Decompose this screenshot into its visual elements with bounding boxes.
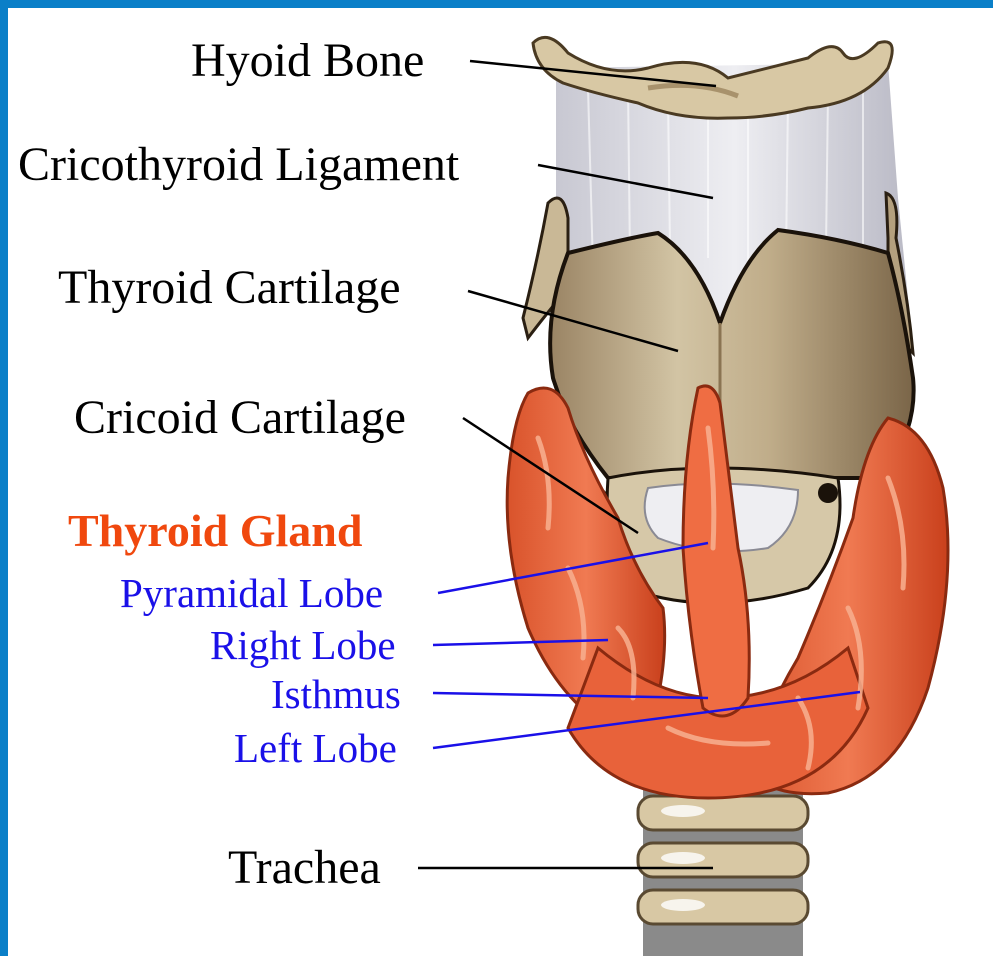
label-left-lobe: Left Lobe (234, 728, 397, 769)
label-thyroid-gland: Thyroid Gland (68, 508, 362, 554)
label-right-lobe: Right Lobe (210, 625, 396, 666)
label-hyoid-bone: Hyoid Bone (191, 37, 424, 85)
label-cricoid-cartilage: Cricoid Cartilage (74, 394, 406, 442)
diagram-canvas: Hyoid Bone Cricothyroid Ligament Thyroid… (8, 8, 993, 956)
label-thyroid-cartilage: Thyroid Cartilage (58, 264, 401, 312)
label-pyramidal-lobe: Pyramidal Lobe (120, 573, 383, 614)
label-cricothyroid-ligament: Cricothyroid Ligament (18, 141, 459, 189)
trachea-shape (638, 783, 808, 956)
label-isthmus: Isthmus (271, 674, 401, 715)
label-trachea: Trachea (228, 844, 381, 892)
